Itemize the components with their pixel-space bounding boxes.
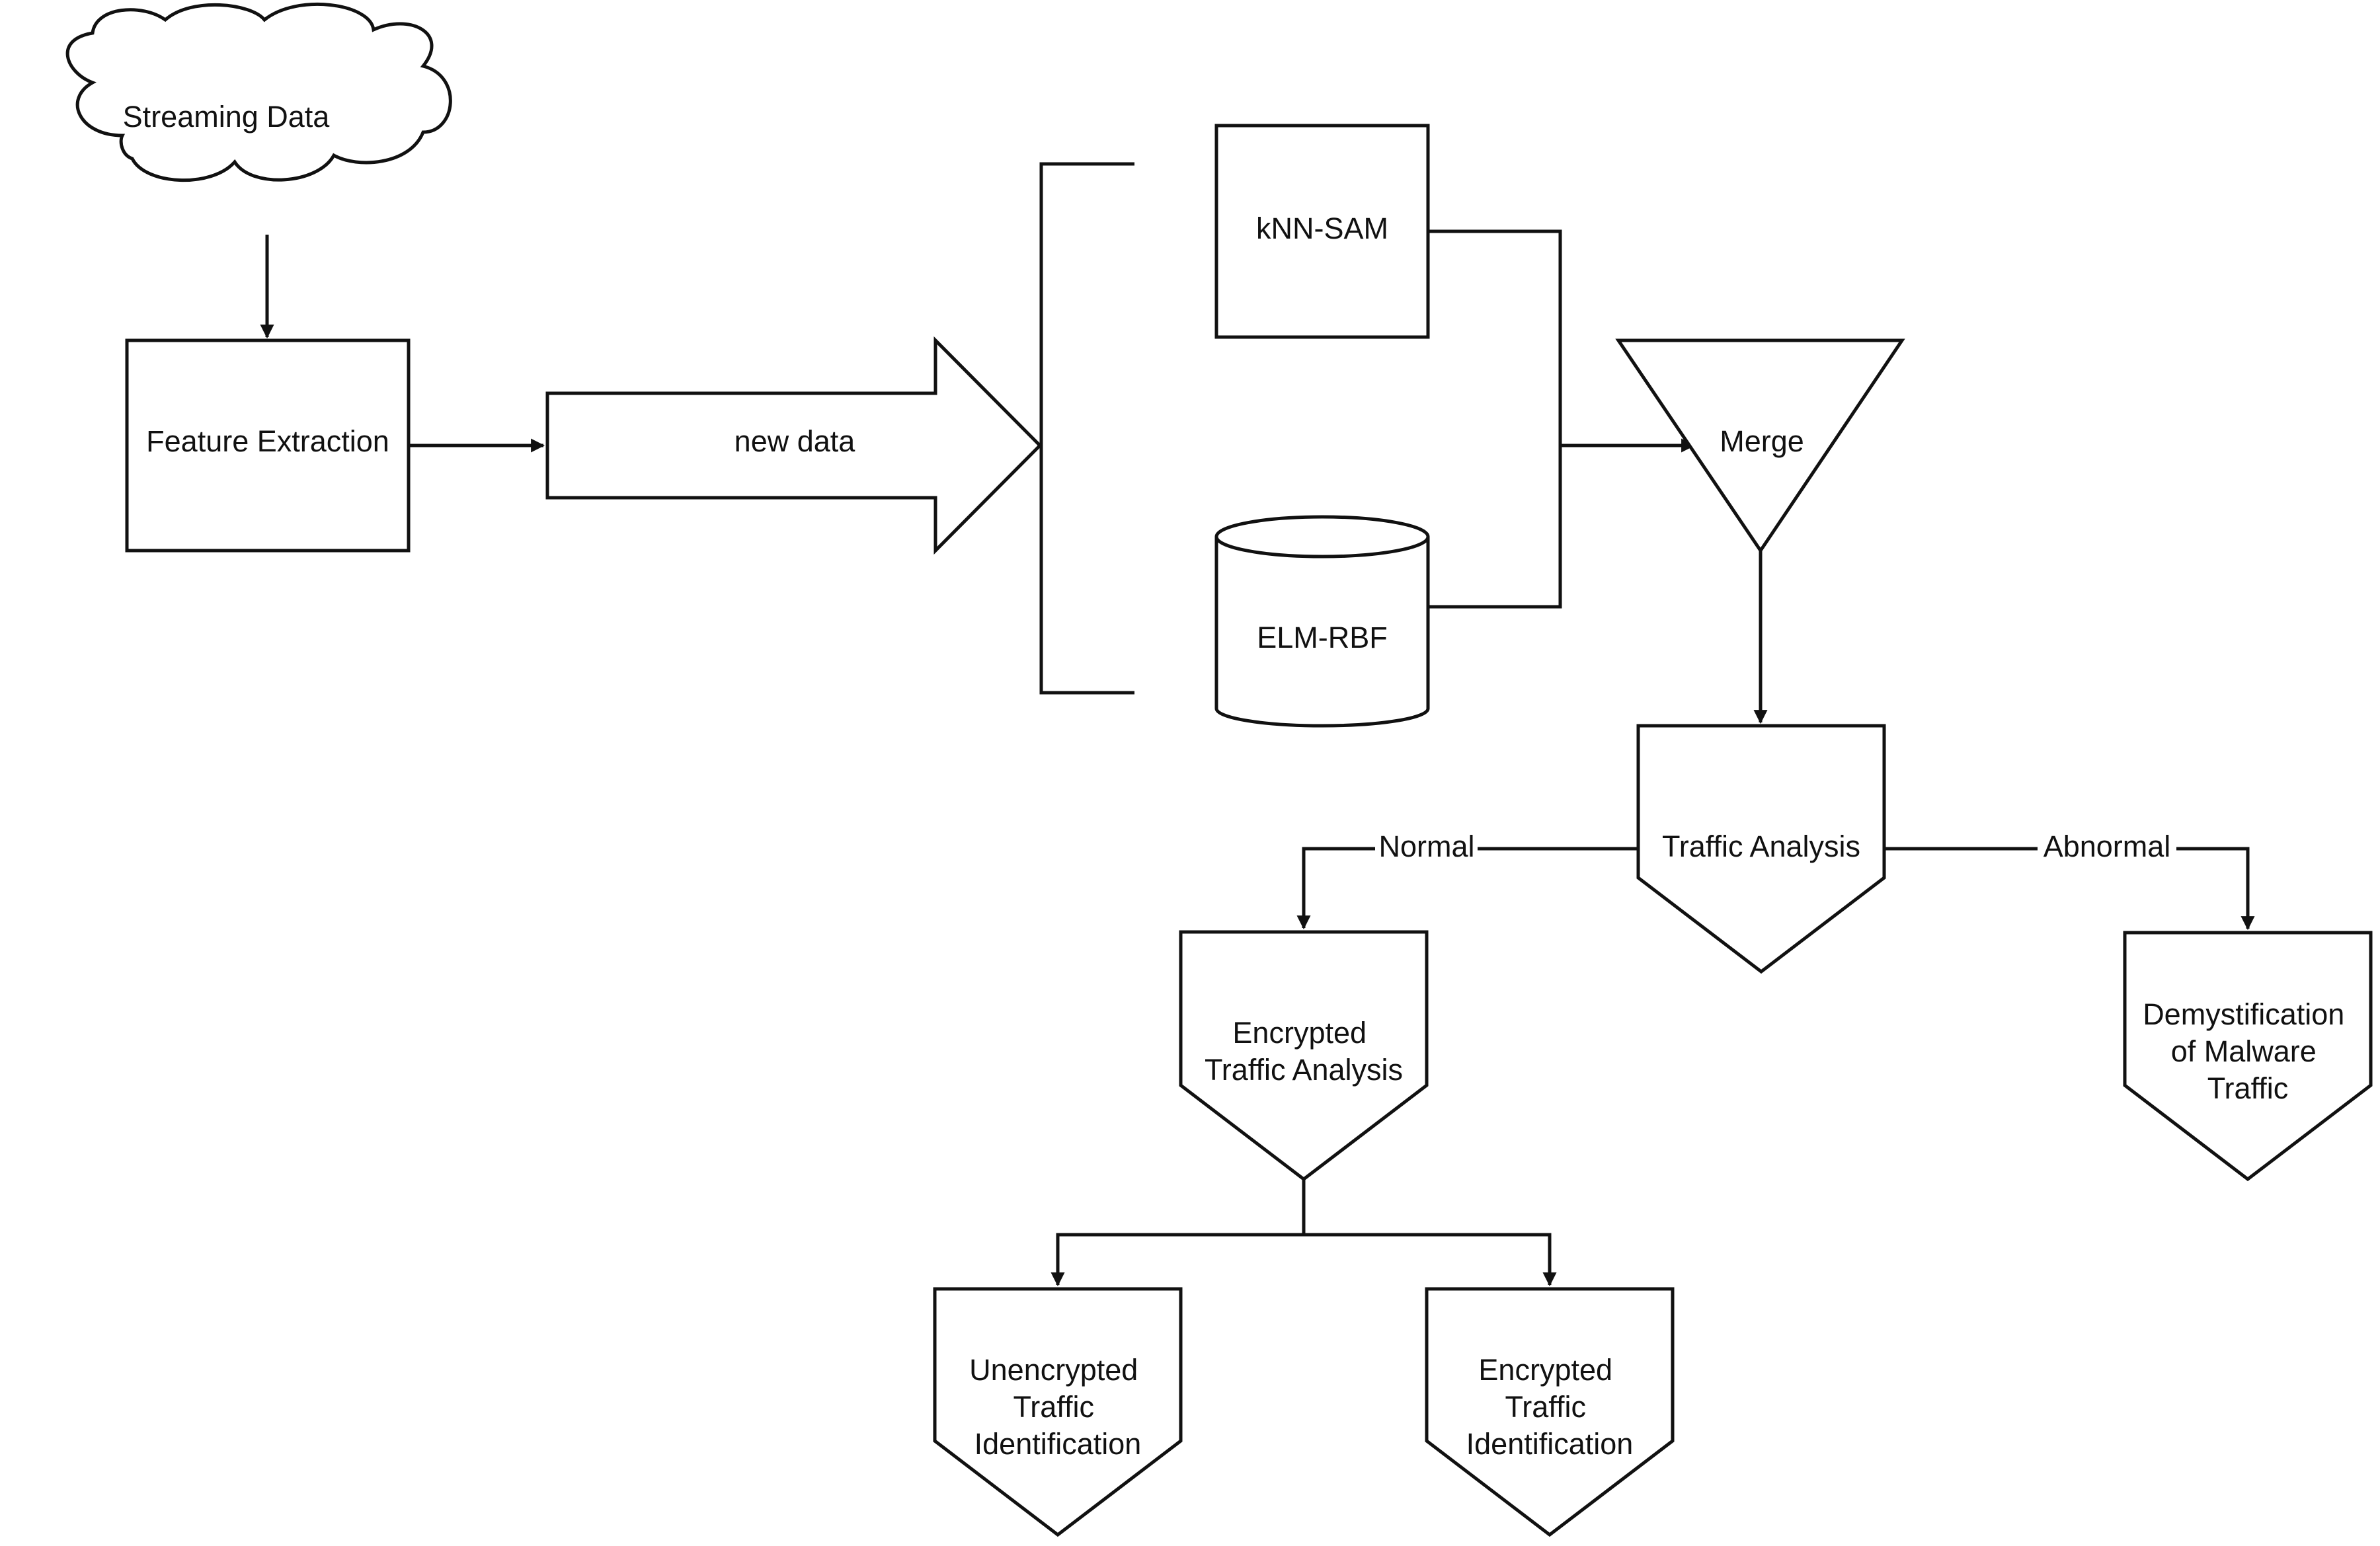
traffic-analysis-node: Traffic Analysis	[1636, 724, 1886, 974]
abnormal-label-bg	[2038, 830, 2176, 868]
elm-rbf-label: ELM-RBF	[1257, 621, 1388, 654]
streaming-data-node: Streaming Data	[65, 2, 452, 182]
unencrypted-identification-node: Unencrypted Traffic Identification	[933, 1287, 1183, 1537]
traffic-analysis-label: Traffic Analysis	[1662, 830, 1860, 863]
feature-extraction-node: Feature Extraction	[125, 338, 411, 553]
merge-node: Merge	[1615, 338, 1905, 554]
demystification-shape	[2123, 931, 2373, 1182]
abnormal-label: Abnormal	[2043, 830, 2171, 863]
encrypted-traffic-analysis-node: Encrypted Traffic Analysis	[1179, 930, 1429, 1182]
unencrypted-identification-shape	[933, 1287, 1183, 1537]
edge-to-encrypted-id	[1304, 1233, 1557, 1287]
elm-rbf-node: ELM-RBF	[1214, 515, 1430, 728]
encrypted-identification-line-2: Traffic	[1505, 1390, 1586, 1424]
streaming-data-label: Streaming Data	[123, 100, 331, 134]
cloud-shape	[65, 2, 452, 182]
unencrypted-identification-line-2: Traffic	[1013, 1390, 1094, 1424]
encrypted-identification-label: Encrypted Traffic Identification	[1466, 1353, 1634, 1461]
knn-sam-label: kNN-SAM	[1256, 212, 1388, 245]
cylinder-body	[1214, 537, 1430, 728]
model-bracket	[1039, 162, 1134, 695]
demystification-line-1: Demystification	[2143, 997, 2344, 1031]
normal-label-bg	[1375, 830, 1478, 868]
normal-label: Normal	[1378, 830, 1474, 863]
encrypted-identification-shape	[1425, 1287, 1675, 1537]
edge-knn-to-merge	[1428, 229, 1562, 609]
edge-abnormal	[1884, 847, 2255, 931]
edge-to-unencrypted	[1051, 1233, 1304, 1287]
block-arrow-shape	[545, 336, 1043, 555]
demystification-node: Demystification of Malware Traffic	[2123, 931, 2373, 1182]
encrypted-traffic-analysis-shape	[1179, 930, 1429, 1182]
encrypted-identification-node: Encrypted Traffic Identification	[1425, 1287, 1675, 1537]
knn-sam-node: kNN-SAM	[1214, 124, 1430, 339]
new-data-node: new data	[545, 336, 1043, 555]
demystification-line-2: of Malware	[2171, 1034, 2317, 1068]
merge-label: Merge	[1720, 424, 1804, 458]
encrypted-traffic-analysis-label: Encrypted Traffic Analysis	[1205, 1016, 1403, 1087]
feature-extraction-label: Feature Extraction	[146, 424, 389, 458]
cylinder-top	[1214, 515, 1430, 559]
encrypted-traffic-analysis-line-1: Encrypted	[1232, 1016, 1367, 1050]
encrypted-identification-line-1: Encrypted	[1478, 1353, 1612, 1387]
demystification-label: Demystification of Malware Traffic	[2143, 997, 2353, 1105]
traffic-analysis-shape	[1636, 724, 1886, 974]
unencrypted-identification-line-1: Unencrypted	[969, 1353, 1138, 1387]
encrypted-identification-line-3: Identification	[1466, 1427, 1634, 1461]
demystification-line-3: Traffic	[2207, 1071, 2289, 1105]
encrypted-traffic-analysis-line-2: Traffic Analysis	[1205, 1053, 1403, 1087]
unencrypted-identification-label: Unencrypted Traffic Identification	[969, 1353, 1146, 1461]
unencrypted-identification-line-3: Identification	[974, 1427, 1142, 1461]
new-data-label: new data	[734, 424, 856, 458]
merge-triangle	[1615, 338, 1905, 554]
edge-normal	[1296, 847, 1638, 930]
